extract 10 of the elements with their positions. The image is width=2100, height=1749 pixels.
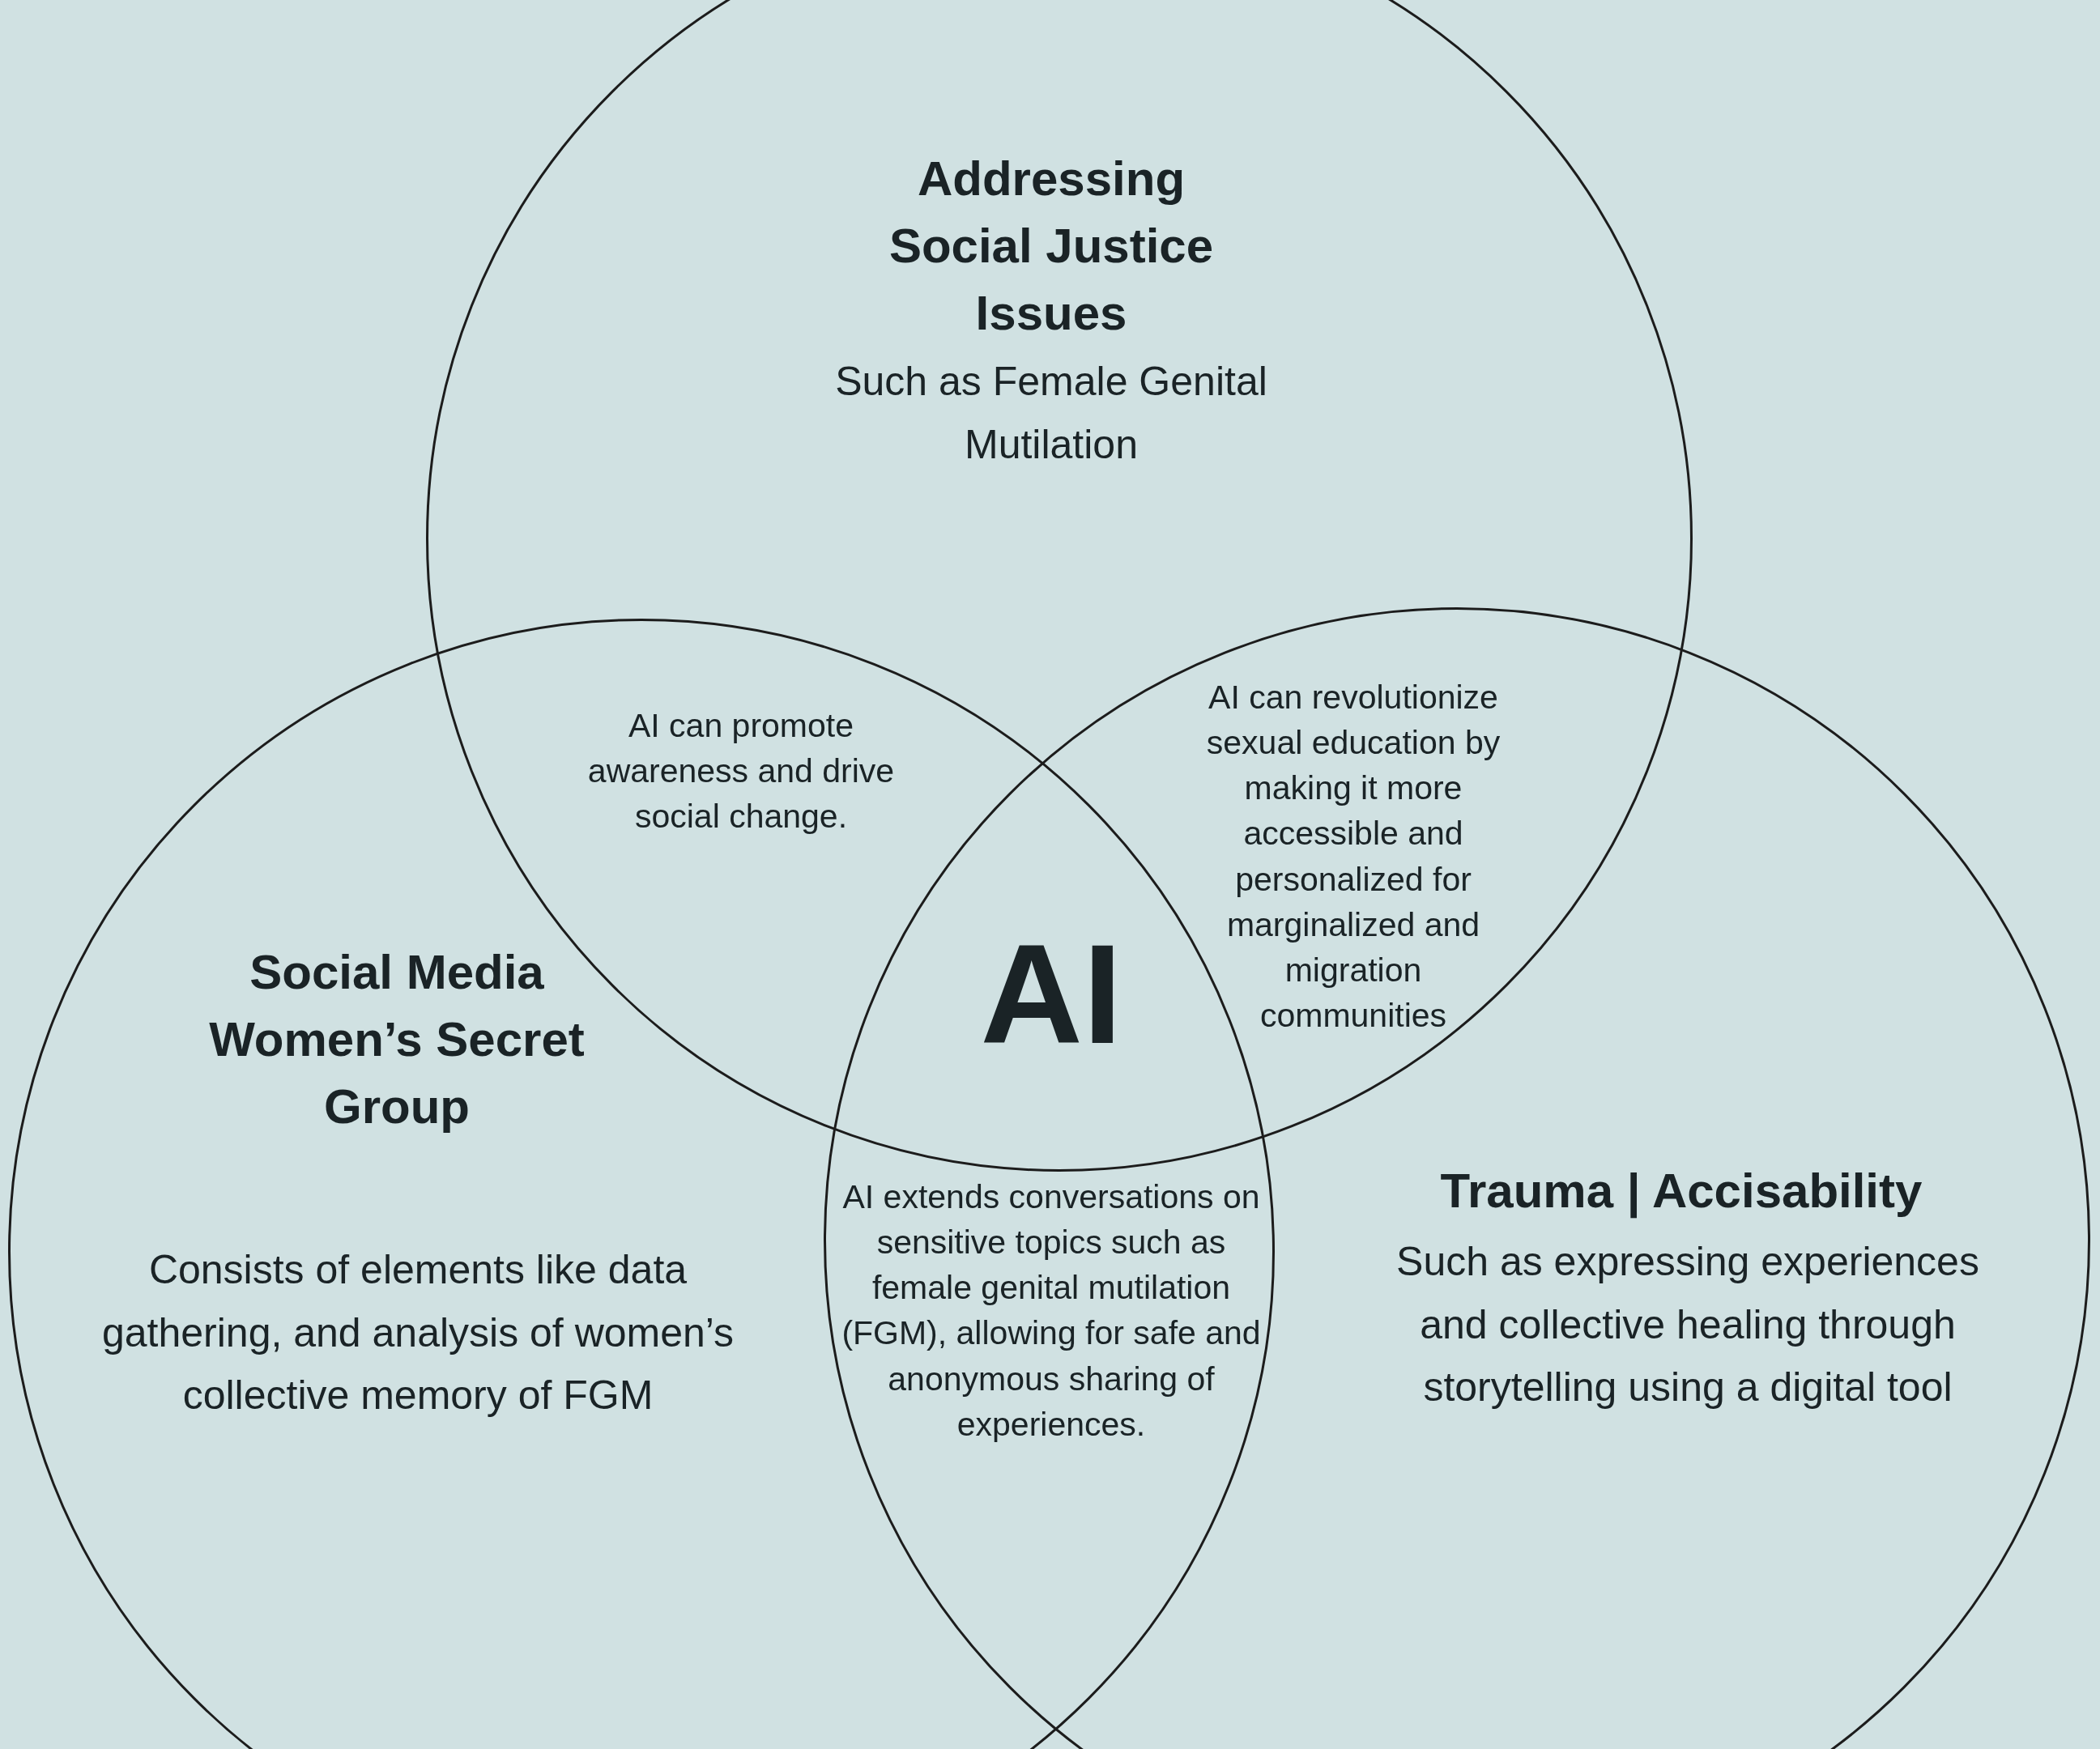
circle-heading: Addressing Social Justice Issues (888, 151, 1215, 342)
circle-description: Consists of elements like data gathering, and analysis of women’s collective memory of FGM (100, 1246, 735, 1419)
overlap-text: AI can revolutionize sexual education by making it more accessible and personalized for marginalized and migration communities (1205, 678, 1502, 1036)
circle-description: Such as expressing experiences and collective healing through storytelling using a digital tool (1396, 1238, 1979, 1411)
overlap-text: AI extends conversations on sensitive topics such as female genital mutilation (FGM), allowing for safe and anonymous sharing of experiences. (841, 1177, 1262, 1445)
overlap-text: AI can promote awareness and drive social change. (586, 706, 896, 837)
center-label: AI (979, 923, 1123, 1065)
circle-heading: Social Media Women’s Secret Group (208, 944, 586, 1135)
circle-description: Such as Female Genital Mutilation (834, 358, 1268, 469)
circle-heading: Trauma | Accisability (1439, 1163, 1923, 1220)
